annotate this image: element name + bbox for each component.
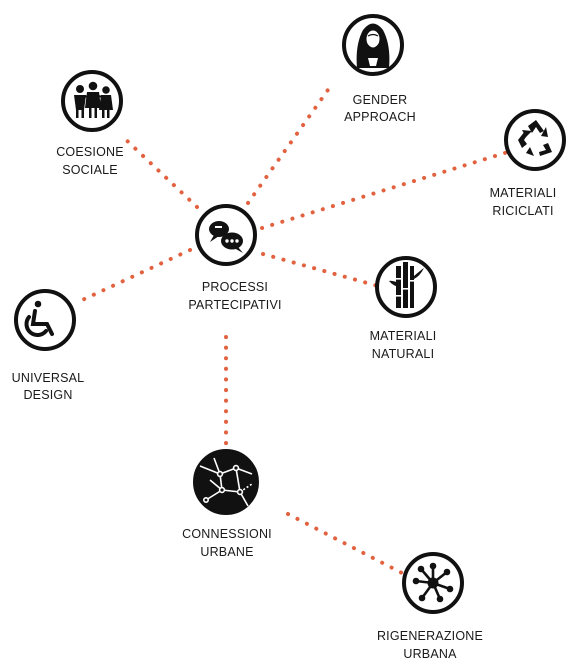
wheelchair-icon: [24, 300, 54, 337]
node-materiali-naturali: MATERIALI NATURALI: [370, 256, 437, 361]
label-riciclati-line2: RICICLATI: [492, 204, 553, 218]
molecule-icon: [412, 562, 454, 603]
connector-naturali: [261, 252, 380, 288]
label-rigenerazione-line1: RIGENERAZIONE: [377, 629, 483, 643]
node-materiali-riciclati: MATERIALI RICICLATI: [490, 109, 566, 218]
speech-bubbles-icon: [209, 221, 243, 253]
label-coesione-line2: SOCIALE: [62, 163, 118, 177]
label-naturali-line1: MATERIALI: [370, 329, 437, 343]
connector-gender: [246, 85, 332, 205]
label-processi-line2: PARTECIPATIVI: [188, 298, 281, 312]
label-gender-line2: APPROACH: [344, 110, 416, 124]
label-naturali-line2: NATURALI: [372, 347, 435, 361]
connector-rigenerazione: [286, 512, 404, 575]
node-universal-design: UNIVERSAL DESIGN: [12, 289, 85, 402]
connector-universal: [76, 248, 192, 304]
node-processi-partecipativi: PROCESSI PARTECIPATIVI: [188, 204, 281, 312]
node-rigenerazione-urbana: RIGENERAZIONE URBANA: [377, 552, 483, 661]
family-people-icon: [74, 81, 113, 118]
label-riciclati-line1: MATERIALI: [490, 186, 557, 200]
node-gender-approach: GENDER APPROACH: [342, 14, 416, 124]
label-universal-line1: UNIVERSAL: [12, 371, 85, 385]
recycle-icon: [518, 120, 552, 156]
label-connessioni-line1: CONNESSIONI: [182, 527, 272, 541]
label-gender-line1: GENDER: [353, 93, 408, 107]
node-connessioni-urbane: CONNESSIONI URBANE: [182, 449, 272, 559]
network-map-icon: [199, 457, 253, 507]
connector-coesione: [120, 134, 199, 209]
label-rigenerazione-line2: URBANA: [403, 647, 457, 661]
label-connessioni-line2: URBANE: [200, 545, 253, 559]
label-processi-line1: PROCESSI: [202, 280, 268, 294]
node-coesione-sociale: COESIONE SOCIALE: [56, 70, 124, 177]
bamboo-icon: [389, 262, 424, 308]
label-universal-line2: DESIGN: [23, 388, 72, 402]
connectors: [76, 85, 510, 575]
connector-riciclati: [260, 150, 510, 230]
hijab-woman-icon: [356, 23, 390, 68]
label-coesione-line1: COESIONE: [56, 145, 124, 159]
